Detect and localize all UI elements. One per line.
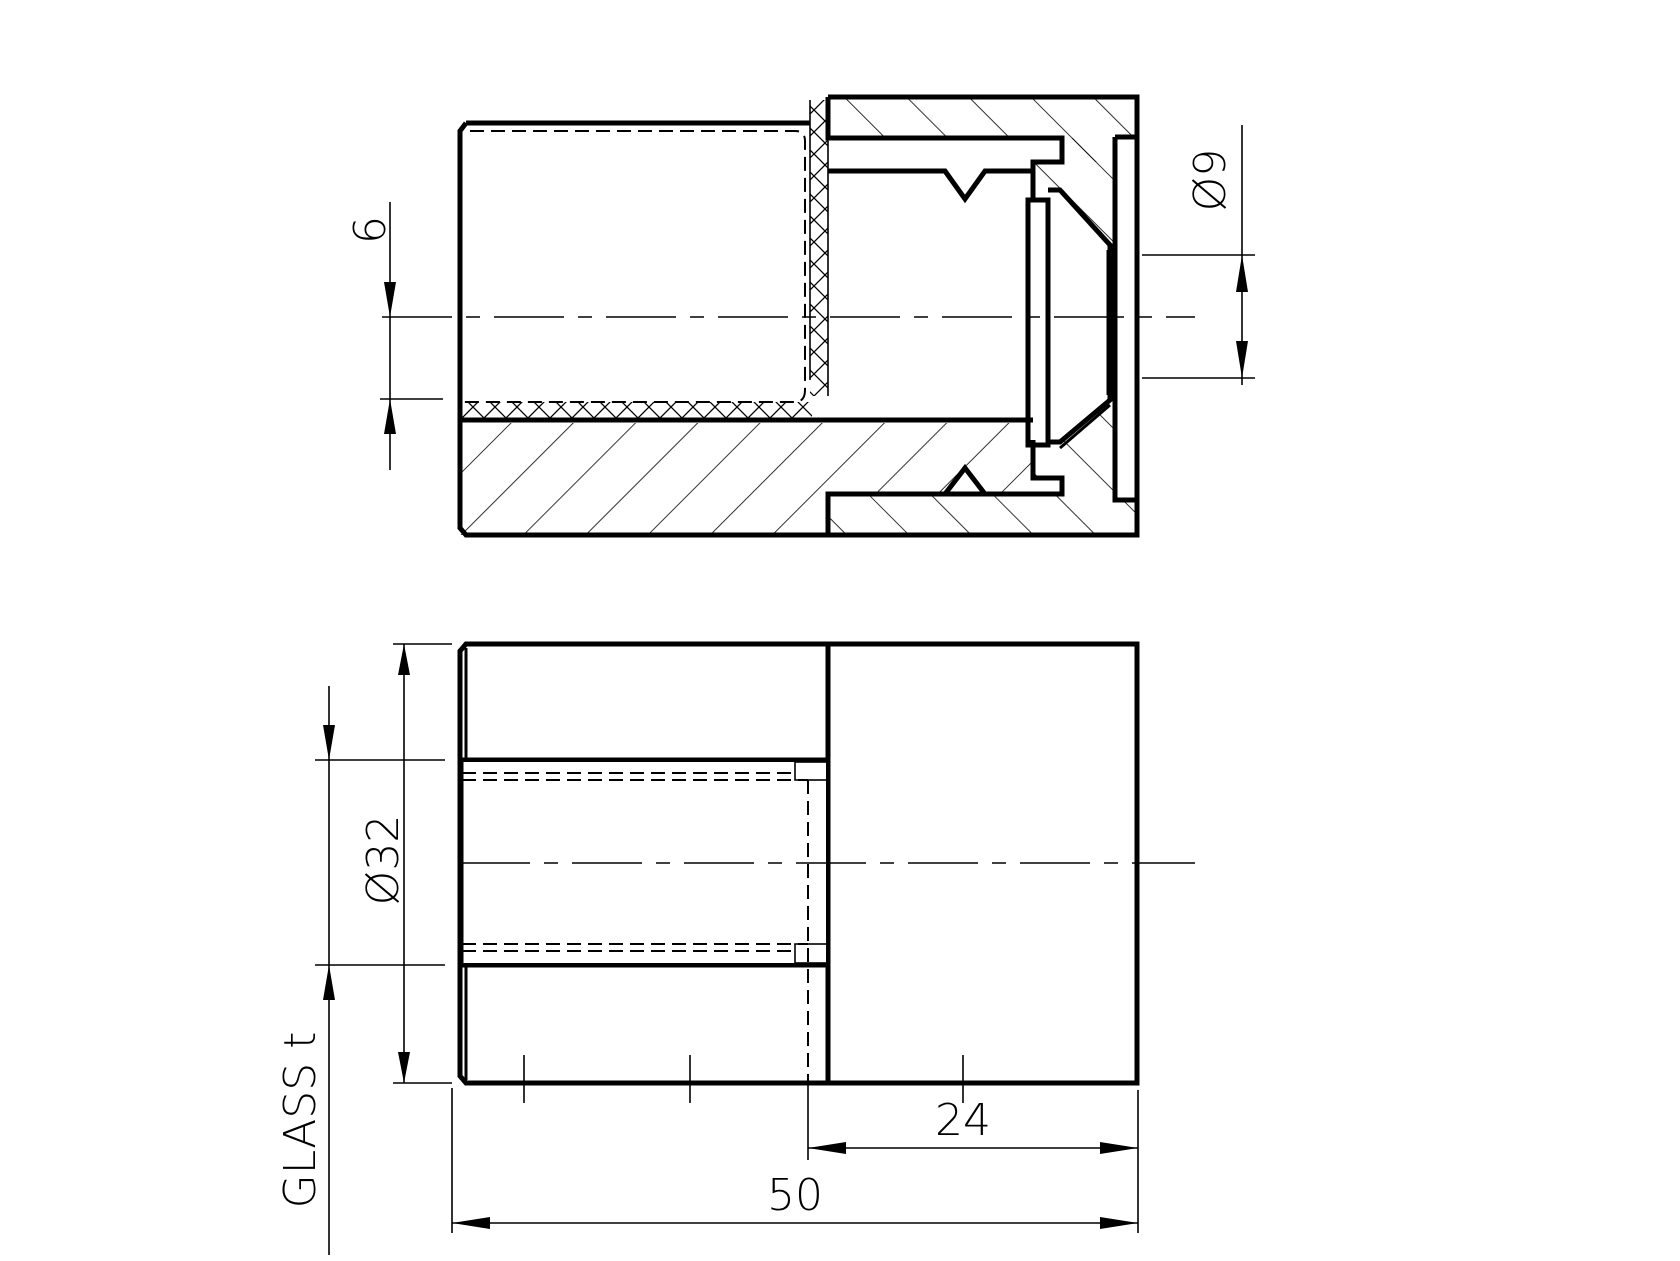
dimension-6: 6: [345, 202, 443, 470]
cap-outline: [825, 94, 1140, 538]
cap-hatch-top: [828, 97, 1137, 162]
hidden-bore: [462, 130, 806, 403]
dimension-24: 24: [807, 1083, 1139, 1233]
dimension-diameter-9: Ø9: [1142, 125, 1255, 385]
body-hatch-region: [460, 423, 1062, 535]
front-hidden-lines: [462, 772, 809, 1083]
dimension-glass-thickness: GLASS t: [275, 686, 445, 1255]
dimension-24-label: 24: [935, 1095, 991, 1146]
dimension-diameter-32: Ø32: [358, 643, 452, 1084]
gasket-vertical: [810, 100, 828, 396]
front-view: Ø32 GLASS t 24 50: [275, 641, 1195, 1255]
cap-hatch-bottom: [828, 494, 1137, 535]
dimension-50-label: 50: [767, 1170, 823, 1221]
dimension-glass-thickness-label: GLASS t: [275, 1032, 326, 1209]
section-view: 6 Ø9: [345, 94, 1255, 538]
gasket-horizontal: [462, 402, 812, 419]
dimension-diameter-9-label: Ø9: [1185, 149, 1236, 212]
dimension-6-label: 6: [345, 216, 396, 244]
front-outline: [457, 641, 1140, 1086]
body-outline: [457, 120, 1033, 538]
dimension-50: 50: [451, 1088, 1138, 1233]
cone-inner: [1059, 403, 1111, 450]
bottom-ticks: [523, 1055, 964, 1103]
dimension-diameter-32-label: Ø32: [358, 815, 409, 906]
